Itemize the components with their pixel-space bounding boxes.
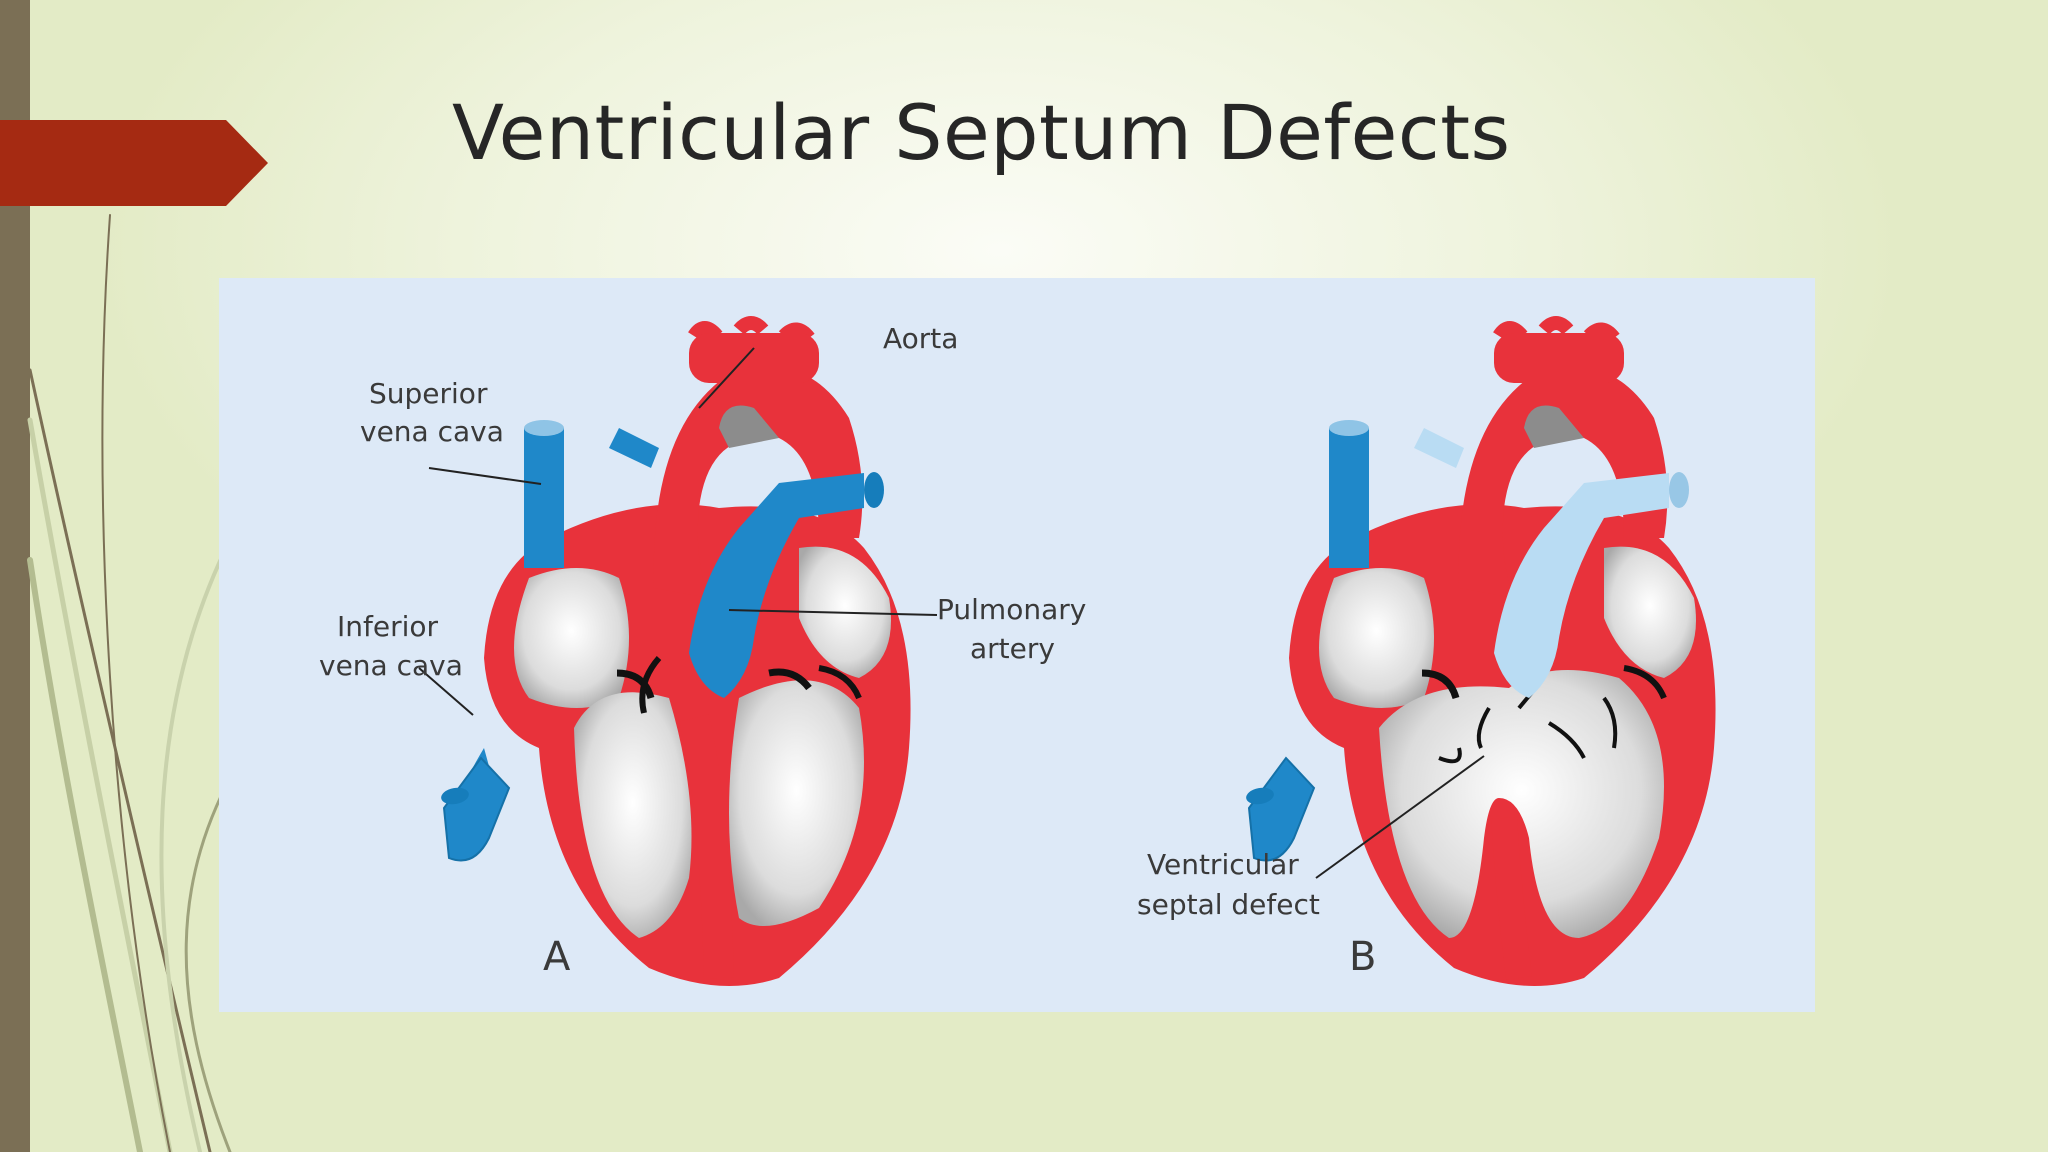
label-pulmonary-1: Pulmonary [937, 593, 1086, 626]
inferior-vena-cava-b [1247, 756, 1316, 862]
superior-vena-cava-a [524, 428, 564, 568]
aorta-a [653, 365, 863, 598]
pulmonary-artery-b [1494, 473, 1669, 698]
label-vsd-2: septal defect [1137, 888, 1320, 921]
label-pulmonary-2: artery [970, 632, 1055, 665]
heart-a: A [418, 316, 938, 986]
panel-b-letter: B [1349, 934, 1376, 980]
label-vsd-1: Ventricular [1147, 848, 1299, 881]
slide-title: Ventricular Septum Defects [452, 88, 1511, 177]
diagram-labels: Aorta Superior vena cava Inferior vena c… [319, 322, 1320, 921]
aorta-b [1458, 365, 1668, 598]
label-superior-1: Superior [369, 377, 488, 410]
heart-diagram: A [219, 278, 1815, 1012]
pulmonary-artery-a [689, 473, 864, 698]
title-accent-tag [0, 120, 268, 206]
label-inferior-2: vena cava [319, 649, 463, 682]
heart-b: B [1246, 316, 1716, 986]
decorative-stems [27, 214, 242, 1152]
superior-vena-cava-b [1329, 428, 1369, 568]
label-inferior-1: Inferior [337, 610, 439, 643]
panel-a-letter: A [543, 934, 571, 980]
vsd-chamber-b [1379, 670, 1664, 938]
heart-diagram-svg: A [319, 316, 1716, 986]
label-aorta: Aorta [883, 322, 958, 355]
label-superior-2: vena cava [360, 415, 504, 448]
